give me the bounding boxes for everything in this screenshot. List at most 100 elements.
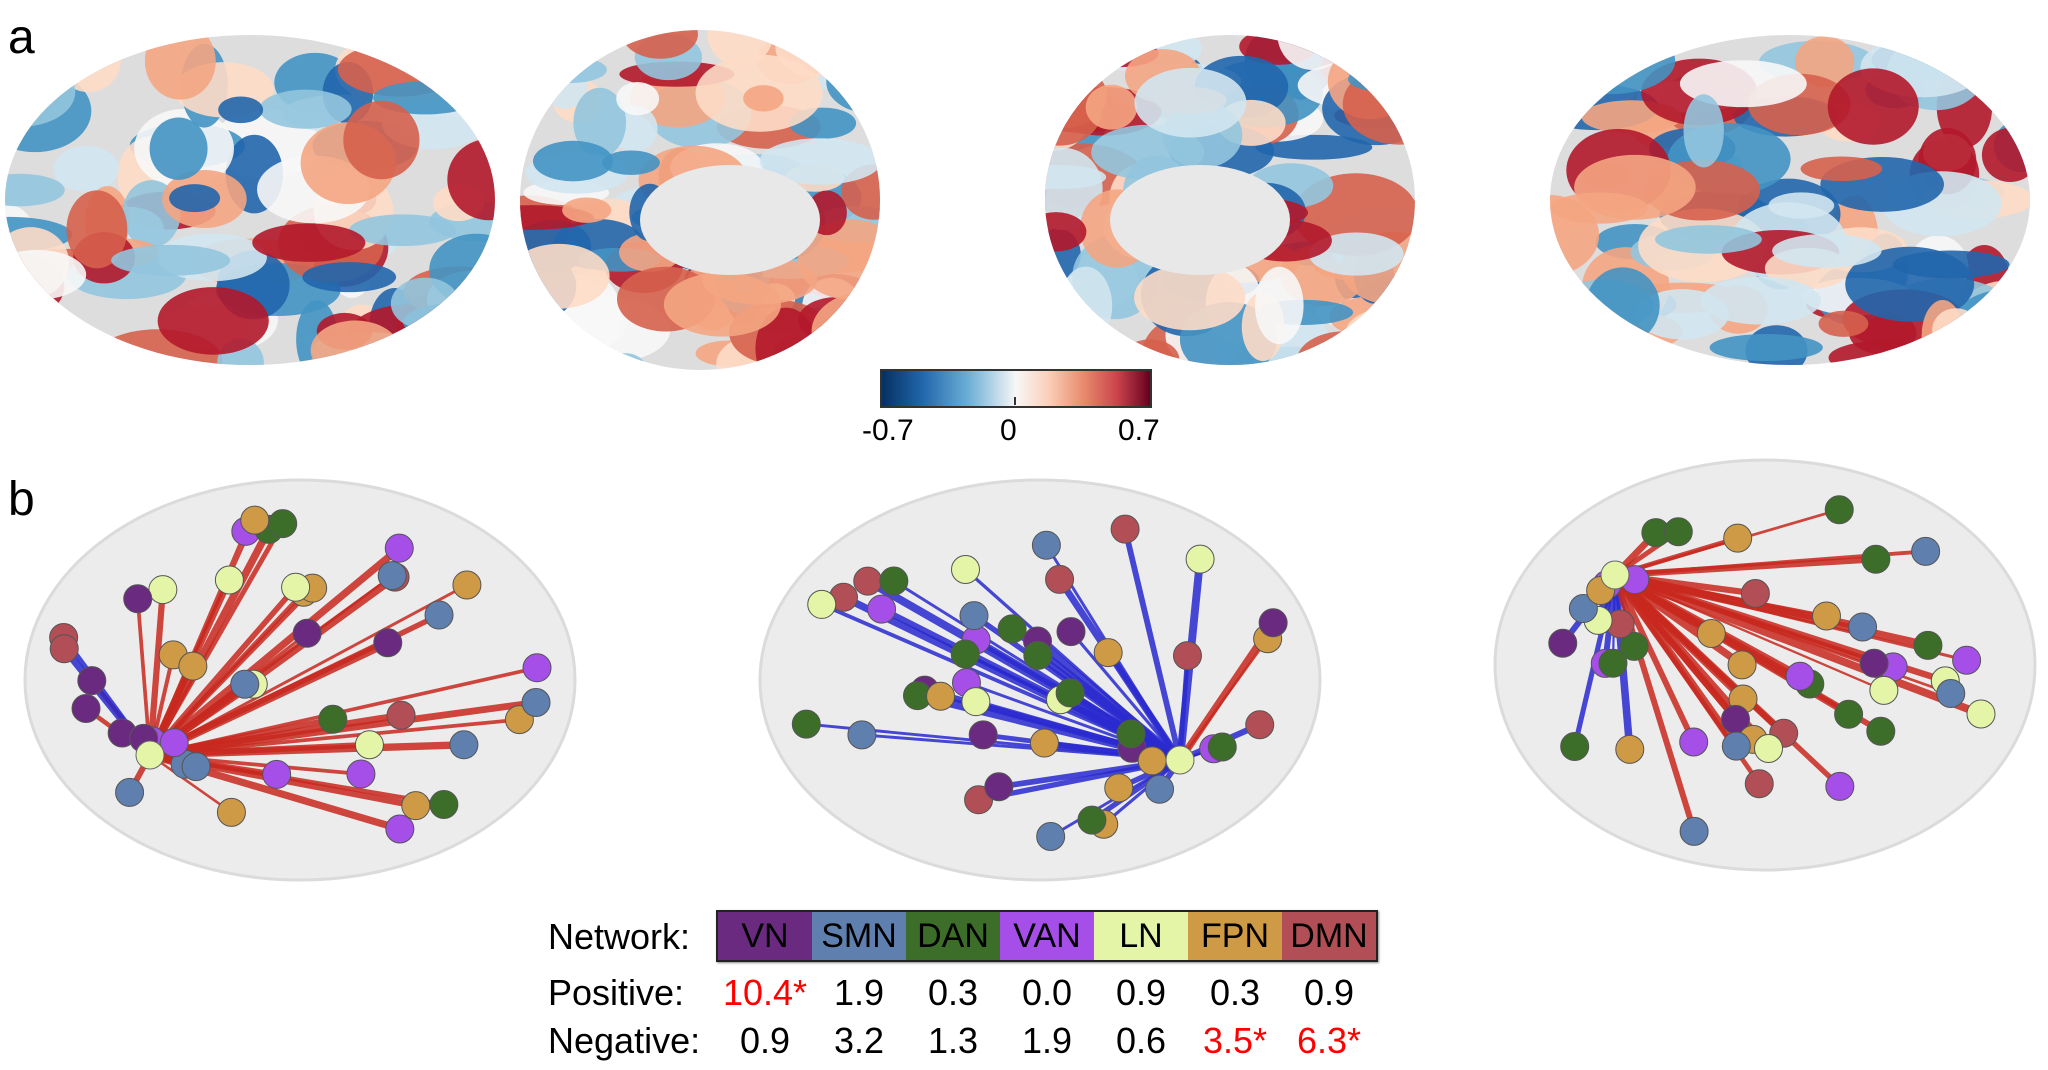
node bbox=[159, 728, 189, 758]
colorbar-min-label: -0.7 bbox=[862, 414, 914, 447]
node bbox=[1913, 630, 1943, 660]
connectivity-brain-view-3 bbox=[1493, 458, 2037, 872]
colorbar-zero-tick bbox=[1014, 397, 1016, 405]
node bbox=[1966, 699, 1996, 729]
node bbox=[1245, 710, 1275, 740]
node bbox=[216, 797, 246, 827]
edge bbox=[1611, 572, 1740, 749]
node bbox=[424, 600, 454, 630]
node bbox=[1110, 514, 1140, 544]
negative-value-van: 1.9 bbox=[1021, 1020, 1073, 1061]
network-swatch-dmn: DMN bbox=[1282, 912, 1376, 960]
node bbox=[1207, 732, 1237, 762]
node bbox=[181, 752, 211, 782]
colorbar bbox=[880, 369, 1152, 408]
node bbox=[230, 669, 260, 699]
node bbox=[1568, 594, 1598, 624]
surface-brain-view-1 bbox=[5, 35, 495, 365]
negative-value-smn: 3.2 bbox=[833, 1020, 885, 1061]
hub-node bbox=[135, 740, 165, 770]
node bbox=[148, 575, 178, 605]
node bbox=[354, 730, 384, 760]
node bbox=[1031, 530, 1061, 560]
node bbox=[1045, 564, 1075, 594]
node bbox=[178, 651, 208, 681]
node bbox=[377, 561, 407, 591]
node bbox=[346, 759, 376, 789]
edge bbox=[1612, 573, 1697, 744]
node bbox=[1036, 822, 1066, 852]
panel-label-b: b bbox=[8, 473, 35, 526]
negative-value-dan: 1.3 bbox=[927, 1020, 979, 1061]
node bbox=[926, 681, 956, 711]
node bbox=[1185, 544, 1215, 574]
hub-node bbox=[1165, 745, 1195, 775]
node bbox=[214, 565, 244, 595]
node bbox=[1055, 678, 1085, 708]
node bbox=[1744, 769, 1774, 799]
negative-value-fpn: 3.5* bbox=[1202, 1020, 1268, 1061]
node bbox=[268, 509, 298, 539]
negative-value-ln: 0.6 bbox=[1115, 1020, 1167, 1061]
node bbox=[997, 614, 1027, 644]
node bbox=[1619, 631, 1649, 661]
node bbox=[452, 570, 482, 600]
node bbox=[77, 666, 107, 696]
node bbox=[1145, 774, 1175, 804]
node bbox=[449, 730, 479, 760]
edge bbox=[1177, 655, 1190, 761]
positive-value-van: 0.0 bbox=[1021, 972, 1073, 1013]
node bbox=[71, 694, 101, 724]
node bbox=[853, 566, 883, 596]
node bbox=[123, 584, 153, 614]
node bbox=[1811, 601, 1841, 631]
node bbox=[1077, 805, 1107, 835]
node bbox=[1679, 816, 1709, 846]
node bbox=[1056, 617, 1086, 647]
node bbox=[1104, 773, 1134, 803]
panel-label-a: a bbox=[8, 11, 35, 64]
node bbox=[1825, 771, 1855, 801]
edge bbox=[147, 522, 285, 757]
network-swatch-van: VAN bbox=[1000, 912, 1094, 960]
node bbox=[1824, 495, 1854, 525]
node bbox=[1785, 661, 1815, 691]
positive-label: Positive: bbox=[548, 972, 685, 1013]
node bbox=[867, 594, 897, 624]
node bbox=[318, 704, 348, 734]
node bbox=[115, 777, 145, 807]
node bbox=[429, 789, 459, 819]
node bbox=[1869, 675, 1899, 705]
node bbox=[1258, 608, 1288, 638]
edge bbox=[147, 585, 298, 757]
node bbox=[1137, 746, 1167, 776]
positive-value-dan: 0.3 bbox=[927, 972, 979, 1013]
node bbox=[386, 700, 416, 730]
node bbox=[373, 628, 403, 658]
node bbox=[1721, 731, 1751, 761]
positive-value-ln: 0.9 bbox=[1115, 972, 1167, 1013]
positive-value-vn: 10.4* bbox=[722, 972, 808, 1013]
node bbox=[1834, 699, 1864, 729]
node bbox=[240, 505, 270, 535]
node bbox=[1116, 719, 1146, 749]
network-swatch-fpn: FPN bbox=[1188, 912, 1282, 960]
edge bbox=[149, 583, 468, 757]
negative-value-dmn: 6.3* bbox=[1296, 1020, 1362, 1061]
node bbox=[1740, 578, 1770, 608]
node bbox=[1723, 523, 1753, 553]
node bbox=[961, 687, 991, 717]
node bbox=[950, 639, 980, 669]
connectivity-brain-view-2 bbox=[758, 478, 1322, 882]
edge bbox=[1069, 630, 1182, 762]
node bbox=[1859, 648, 1889, 678]
node bbox=[807, 589, 837, 619]
positive-value-dmn: 0.9 bbox=[1303, 972, 1355, 1013]
node bbox=[1093, 638, 1123, 668]
node bbox=[1548, 628, 1578, 658]
node bbox=[1560, 732, 1590, 762]
connectivity-brain-view-1 bbox=[23, 478, 577, 882]
node bbox=[1023, 640, 1053, 670]
node bbox=[1848, 612, 1878, 642]
